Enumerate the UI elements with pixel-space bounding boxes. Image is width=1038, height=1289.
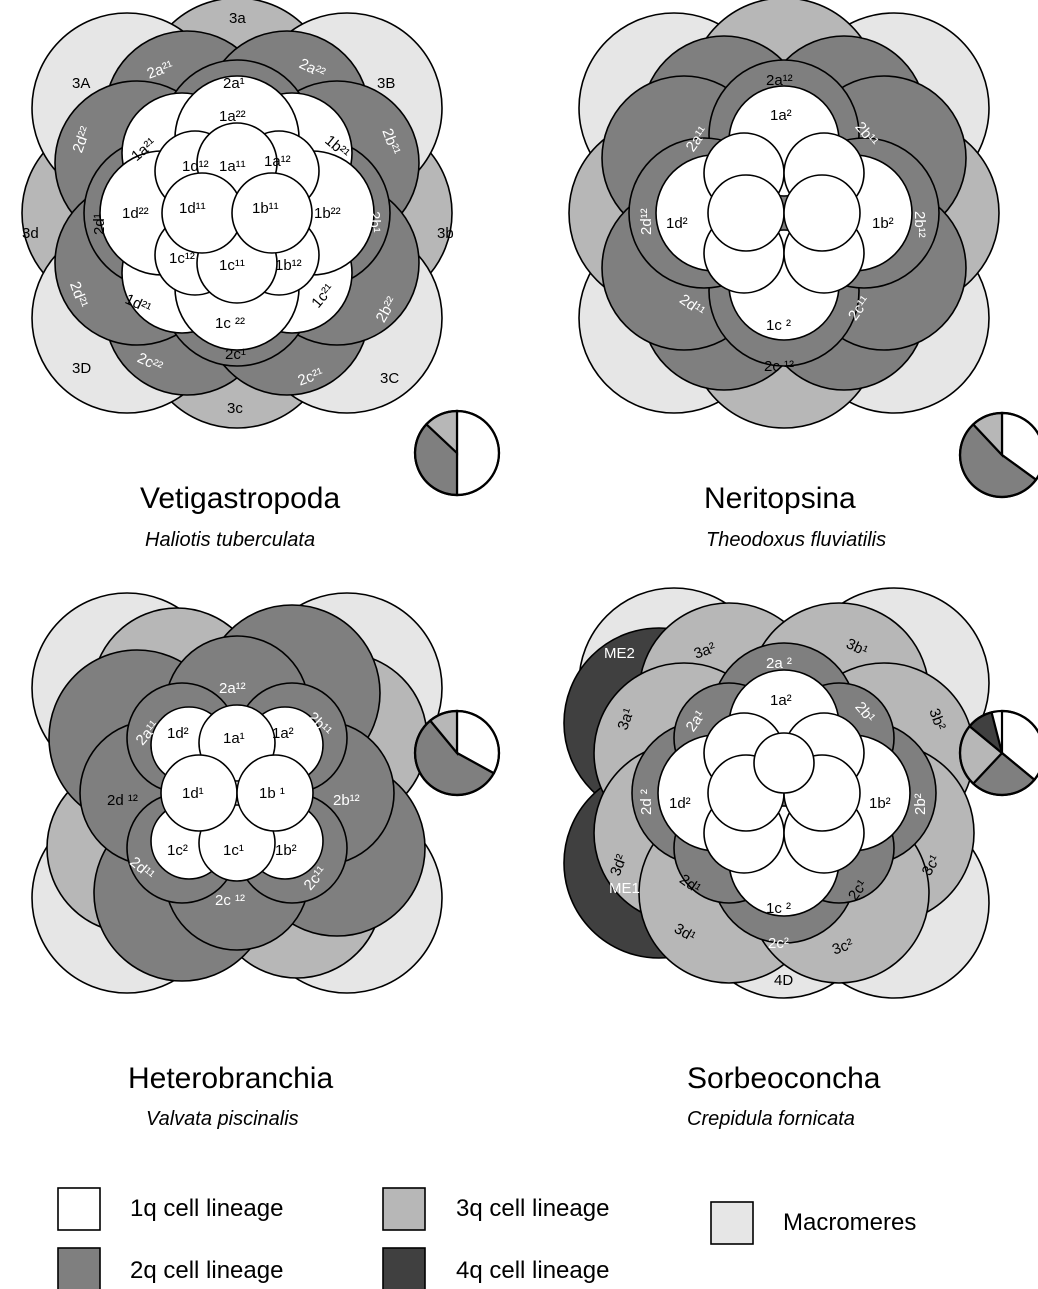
label-1a2: 1a² — [770, 692, 792, 709]
label-1d2: 1d² — [669, 795, 691, 812]
label-1a22: 1a²² — [219, 108, 246, 125]
label-2c12: 2c ¹² — [764, 358, 794, 375]
panel-species-heterobranchia: Valvata piscinalis — [146, 1108, 299, 1130]
legend-label-q3: 3q cell lineage — [456, 1195, 609, 1222]
label-1d22: 1d²² — [122, 205, 149, 222]
label-1d1: 1d¹ — [182, 785, 204, 802]
label-2b12: 2b¹² — [333, 792, 360, 809]
legend-item-macromeres: Macromeres — [711, 1202, 916, 1244]
legend-swatch-q4 — [383, 1248, 425, 1289]
label-2d12: 2d ¹² — [107, 792, 138, 809]
label-1b1: 1b ¹ — [259, 785, 285, 802]
label-1b12: 1b¹² — [275, 257, 302, 274]
panel-species-neritopsina: Theodoxus fluviatilis — [706, 529, 886, 551]
label-2a12: 2a¹² — [219, 680, 246, 697]
panel-title-heterobranchia: Heterobranchia — [128, 1062, 333, 1095]
panel-title-sorbeoconcha: Sorbeoconcha — [687, 1062, 881, 1095]
legend-item-q4: 4q cell lineage — [383, 1248, 609, 1289]
panel-species-sorbeoconcha: Crepidula fornicata — [687, 1108, 855, 1130]
label-2b2: 2b² — [912, 793, 929, 815]
panel-species-vetigastropoda: Haliotis tuberculata — [145, 529, 315, 551]
label-2a1: 2a¹ — [223, 75, 245, 92]
label-1a2: 1a² — [770, 107, 792, 124]
label-1c2: 1c ² — [766, 900, 791, 917]
legend-swatch-macromeres — [711, 1202, 753, 1244]
label-ME2: ME2 — [604, 645, 635, 662]
label-2a12: 2a¹² — [766, 72, 793, 89]
legend-label-macromeres: Macromeres — [783, 1209, 916, 1236]
label-2c12: 2c ¹² — [215, 892, 245, 909]
legend-swatch-q3 — [383, 1188, 425, 1230]
label-1d11: 1d¹¹ — [179, 200, 206, 217]
label-2d2: 2d ² — [638, 789, 655, 815]
panel-heterobranchia: 2a¹² 2a¹¹ 2b¹¹ 1d² 1a¹ 1a² 2d ¹² 1d¹ 1b … — [32, 593, 499, 993]
lineage-pie — [415, 711, 499, 795]
legend-label-q1: 1q cell lineage — [130, 1195, 283, 1222]
label-2c1: 2c¹ — [225, 346, 246, 363]
label-1b2: 1b² — [275, 842, 297, 859]
label-3D: 3D — [72, 360, 91, 377]
legend-item-q3: 3q cell lineage — [383, 1188, 609, 1230]
label-3A: 3A — [72, 75, 90, 92]
panel-neritopsina: 2a¹² 1a² 2a¹¹ 2b¹¹ 2d¹² 1d² 1b² 2b¹² 2d¹… — [569, 0, 1038, 497]
label-1a2: 1a² — [272, 725, 294, 742]
label-1b11: 1b¹¹ — [252, 200, 279, 217]
label-1a12: 1a¹² — [264, 153, 291, 170]
label-ME1: ME1 — [609, 880, 640, 897]
label-4D: 4D — [774, 972, 793, 989]
panel-sorbeoconcha: ME2 ME1 4D 3a² 3b¹ 3a¹ 3b² 3d² 3c¹ 3d¹ 3… — [564, 588, 1038, 998]
label-1c12: 1c¹² — [169, 250, 195, 267]
panel-title-neritopsina: Neritopsina — [704, 482, 856, 515]
panel-title-vetigastropoda: Vetigastropoda — [140, 482, 340, 515]
label-1a1: 1a¹ — [223, 730, 245, 747]
label-3c: 3c — [227, 400, 243, 417]
lineage-pie — [960, 413, 1038, 497]
legend-item-q1: 1q cell lineage — [58, 1188, 283, 1230]
label-3b: 3b — [437, 225, 454, 242]
label-1d2: 1d² — [666, 215, 688, 232]
legend-label-q2: 2q cell lineage — [130, 1257, 283, 1284]
label-1d2: 1d² — [167, 725, 189, 742]
label-3C: 3C — [380, 370, 399, 387]
lineage-pie — [960, 711, 1038, 795]
label-1d12: 1d¹² — [182, 158, 209, 175]
label-1b22: 1b²² — [314, 205, 341, 222]
legend-swatch-q2 — [58, 1248, 100, 1289]
legend: 1q cell lineage 2q cell lineage 3q cell … — [58, 1188, 916, 1289]
label-1b2: 1b² — [872, 215, 894, 232]
label-3d: 3d — [22, 225, 39, 242]
pie-slice-q1 — [457, 411, 499, 495]
label-1c2: 1c² — [167, 842, 188, 859]
label-1c2: 1c ² — [766, 317, 791, 334]
label-1c1: 1c¹ — [223, 842, 244, 859]
label-2c2: 2c² — [768, 935, 789, 952]
label-3a: 3a — [229, 10, 246, 27]
legend-label-q4: 4q cell lineage — [456, 1257, 609, 1284]
label-3B: 3B — [377, 75, 395, 92]
label-2b12: 2b¹² — [911, 211, 928, 238]
label-1a11: 1a¹¹ — [219, 158, 246, 175]
label-2d12: 2d¹² — [638, 208, 655, 235]
panel-vetigastropoda: 3a 3A 3B 3d 3b 3D 3C 3c 2a²¹ 2a²² 2a¹ 2d… — [22, 0, 499, 495]
label-2a2: 2a ² — [766, 655, 792, 672]
legend-item-q2: 2q cell lineage — [58, 1248, 283, 1289]
legend-swatch-q1 — [58, 1188, 100, 1230]
label-1b2: 1b² — [869, 795, 891, 812]
label-1c11: 1c¹¹ — [219, 257, 245, 274]
label-2d1: 2d¹ — [91, 213, 108, 235]
lineage-pie — [415, 411, 499, 495]
label-1c22: 1c ²² — [215, 315, 245, 332]
label-2b1: 2b¹ — [366, 211, 383, 233]
